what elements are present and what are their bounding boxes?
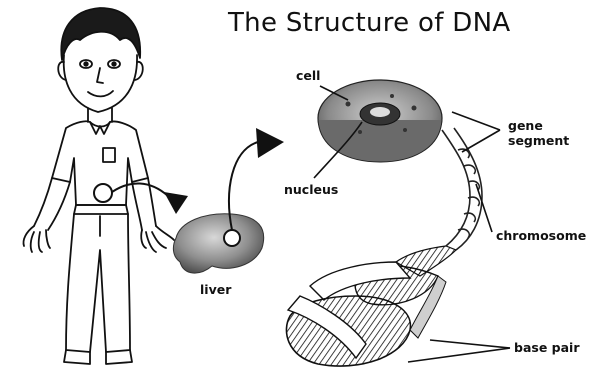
- chromosome-strand: [442, 128, 482, 250]
- liver-location-marker: [94, 183, 168, 202]
- label-gene-segment-line1: gene: [508, 118, 543, 133]
- cell-drawing: [318, 80, 442, 162]
- label-nucleus: nucleus: [284, 182, 338, 197]
- label-base-pair: base pair: [514, 340, 580, 355]
- label-cell: cell: [296, 68, 320, 83]
- liver-organ: [173, 214, 263, 273]
- label-gene-segment-line2: segment: [508, 133, 569, 148]
- dna-double-helix: [286, 246, 456, 366]
- diagram-title: The Structure of DNA: [228, 8, 510, 38]
- arrow-person-to-liver: [164, 192, 188, 214]
- label-chromosome: chromosome: [496, 228, 586, 243]
- label-liver: liver: [200, 282, 231, 297]
